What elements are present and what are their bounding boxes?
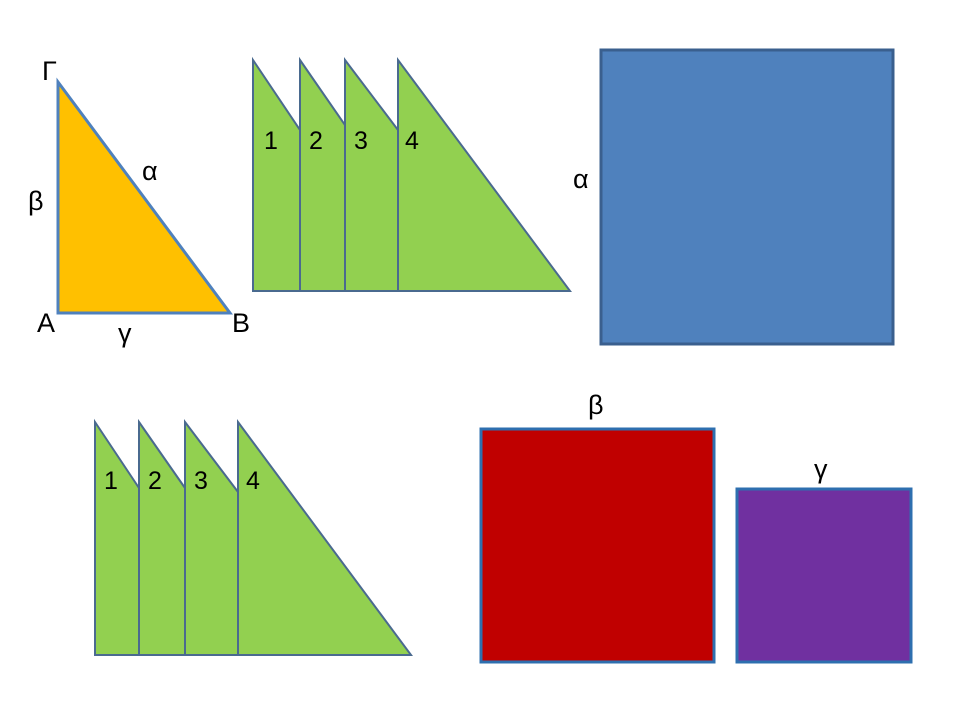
- piece-1-label: 1: [264, 127, 278, 155]
- square-beta-group: β: [479, 390, 716, 664]
- vertex-a-label: A: [37, 308, 55, 338]
- square-alpha-group: α: [573, 48, 895, 346]
- piece-3: [344, 57, 399, 292]
- piece-3: [184, 419, 239, 656]
- piece-4-label: 4: [405, 127, 419, 155]
- triangle-pieces-bottom: 1 2 3 4: [94, 418, 413, 656]
- square-beta: [479, 427, 716, 664]
- piece-2-label: 2: [148, 467, 162, 495]
- piece-3-label: 3: [354, 127, 368, 155]
- side-beta-label: β: [28, 186, 44, 216]
- piece-1: [94, 418, 140, 656]
- piece-2: [138, 418, 186, 656]
- piece-3-label: 3: [194, 467, 208, 495]
- vertex-gamma-label: Γ: [42, 56, 57, 86]
- square-alpha-label: α: [573, 164, 589, 194]
- piece-4: [237, 418, 413, 656]
- side-alpha-label: α: [142, 156, 158, 186]
- square-beta-label: β: [588, 390, 604, 420]
- square-alpha: [599, 48, 895, 346]
- right-triangle-group: Γ A B α β γ: [28, 56, 250, 348]
- piece-1-label: 1: [104, 467, 118, 495]
- vertex-b-label: B: [232, 308, 250, 338]
- triangle-pieces-top: 1 2 3 4: [252, 56, 572, 292]
- square-gamma-label: γ: [814, 454, 828, 484]
- piece-2: [299, 56, 346, 292]
- piece-4: [397, 56, 572, 292]
- square-gamma: [735, 487, 913, 664]
- piece-1: [252, 56, 301, 292]
- piece-4-label: 4: [246, 467, 260, 495]
- piece-2-label: 2: [309, 127, 323, 155]
- right-triangle: [56, 77, 233, 315]
- square-gamma-group: γ: [735, 454, 913, 664]
- side-gamma-label: γ: [118, 318, 132, 348]
